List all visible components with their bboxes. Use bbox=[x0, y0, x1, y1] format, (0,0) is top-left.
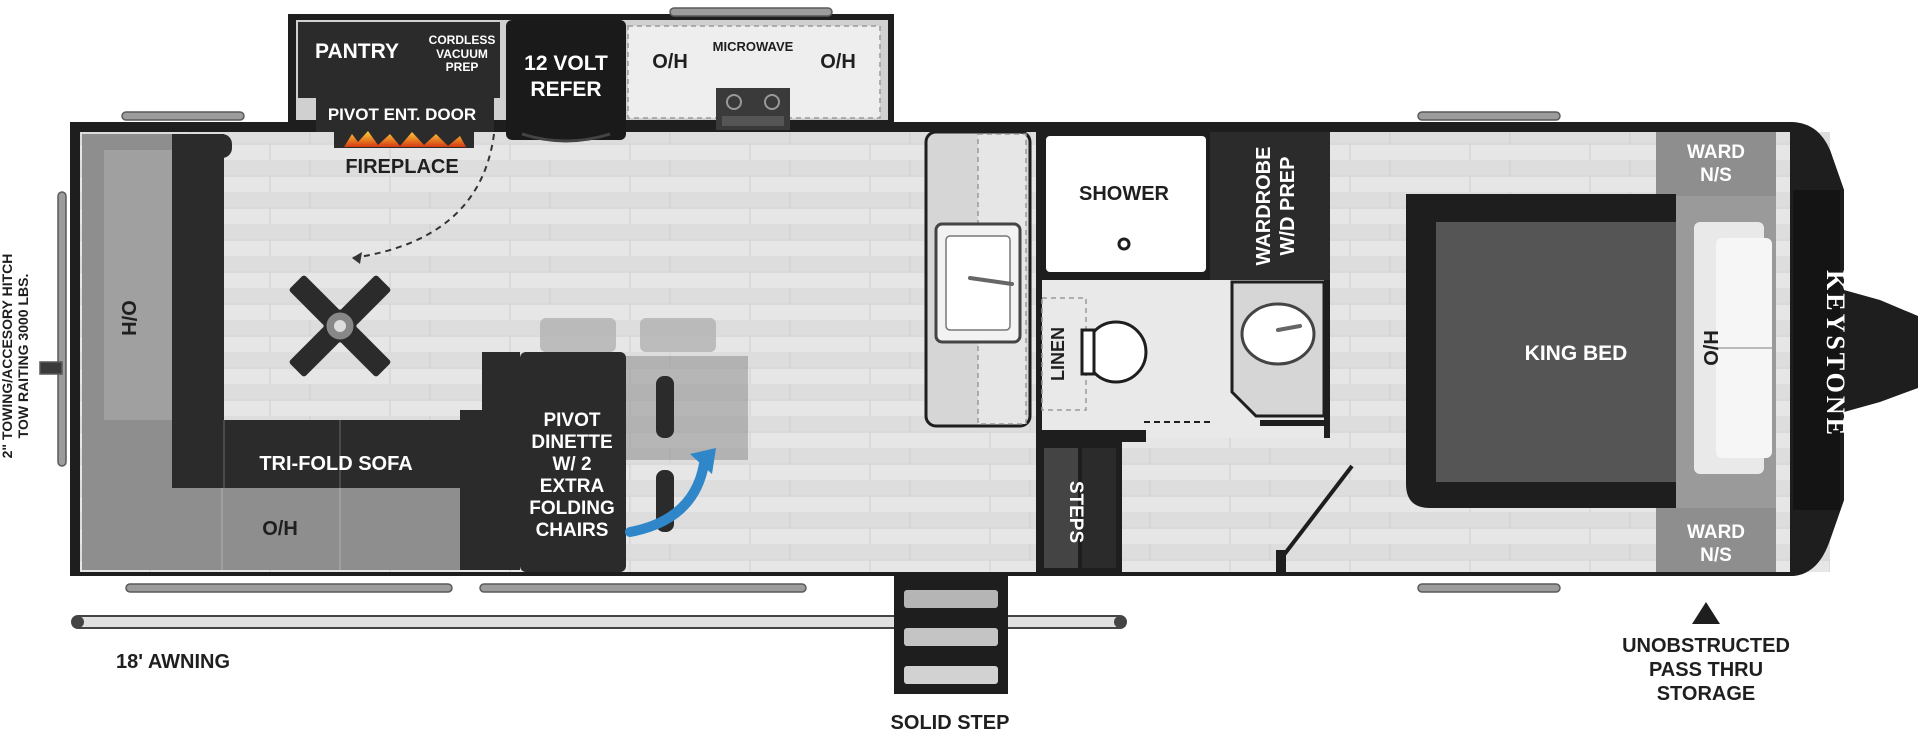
step-tread-1 bbox=[904, 590, 998, 608]
step-tread-3 bbox=[904, 666, 998, 684]
ward-ns-bottom-2: N/S bbox=[1700, 545, 1732, 566]
shower-drain bbox=[1117, 237, 1131, 251]
refrigerator bbox=[506, 20, 626, 140]
bathroom: SHOWER WARDROBE W/D PREP LINEN bbox=[1036, 126, 1330, 442]
bedroom-door bbox=[1276, 464, 1354, 572]
fireplace-label: FIREPLACE bbox=[345, 156, 458, 178]
entry-steps: SOLID STEP bbox=[891, 576, 1010, 734]
toilet-tank bbox=[1080, 328, 1096, 376]
steps-label: STEPS bbox=[1065, 481, 1086, 543]
vacuum-label-2: VACUUM bbox=[436, 47, 488, 61]
door-swing-arc bbox=[351, 133, 495, 259]
wardrobe-label-2: W/D PREP bbox=[1277, 157, 1299, 256]
sofa-oh-label: O/H bbox=[262, 518, 298, 540]
folding-chair-1 bbox=[540, 318, 616, 352]
hitch-note: 2" TOWING/ACCESORY HITCH TOW RAITING 300… bbox=[0, 254, 31, 459]
wardrobe-label-1: WARDROBE bbox=[1253, 147, 1275, 266]
refer-label-2: REFER bbox=[530, 78, 601, 101]
ward-ns-top-2: N/S bbox=[1700, 165, 1732, 186]
sofa-arm-top bbox=[172, 134, 232, 158]
storage-label-3: STORAGE bbox=[1657, 683, 1756, 705]
dinette-label-3: W/ 2 bbox=[552, 454, 591, 475]
pivot-arrow bbox=[625, 459, 709, 537]
oh-label-left: O/H bbox=[652, 51, 688, 73]
dinette-label-1: PIVOT bbox=[543, 410, 600, 431]
dinette-chair-back-1 bbox=[656, 376, 674, 438]
shower-pan bbox=[1046, 136, 1206, 272]
dinette-pivot-shadow bbox=[626, 356, 748, 460]
king-bed-label: KING BED bbox=[1525, 342, 1628, 365]
tri-fold-sofa: O/H TRI-FOLD SOFA O/H bbox=[82, 134, 482, 570]
sofa-label: TRI-FOLD SOFA bbox=[259, 453, 412, 475]
pivot-arrowhead bbox=[690, 448, 716, 474]
dinette-label-4: EXTRA bbox=[540, 476, 605, 497]
hitch-label-1: 2" TOWING/ACCESORY HITCH bbox=[0, 254, 15, 459]
fireplace-area: PIVOT ENT. DOOR FIREPLACE bbox=[316, 96, 495, 264]
pivot-door-label: PIVOT ENT. DOOR bbox=[328, 105, 476, 124]
bedroom: WARD N/S WARD N/S KING BED O/H bbox=[1406, 132, 1776, 572]
bedroom-door-leaf bbox=[1278, 464, 1354, 562]
interior-steps: STEPS bbox=[1036, 442, 1122, 572]
bath-sink bbox=[1240, 302, 1316, 366]
vacuum-label-3: PREP bbox=[446, 60, 479, 74]
sofa-arm-right bbox=[460, 410, 482, 570]
fireplace-flame bbox=[344, 131, 466, 147]
refer-door-swing bbox=[521, 132, 611, 143]
oh-label-right: O/H bbox=[820, 51, 856, 73]
burner-2 bbox=[764, 94, 780, 110]
shower-label: SHOWER bbox=[1079, 183, 1170, 205]
wardrobe-ns-top bbox=[1656, 132, 1776, 196]
bed-oh-label: O/H bbox=[1701, 330, 1723, 366]
pantry-cabinet bbox=[298, 22, 424, 98]
dinette-bench bbox=[482, 352, 520, 570]
ward-ns-top-1: WARD bbox=[1687, 142, 1745, 163]
ward-ns-bottom-1: WARD bbox=[1687, 522, 1745, 543]
dinette-table bbox=[520, 352, 626, 572]
kitchen-slideout: PANTRY CORDLESS VACUUM PREP 12 VOLT REFE… bbox=[298, 20, 881, 143]
awning: 18' AWNING bbox=[71, 615, 1127, 673]
burner-1 bbox=[726, 94, 742, 110]
pivot-door-panel bbox=[316, 96, 494, 132]
dinette-label-5: FOLDING bbox=[529, 498, 615, 519]
solid-step-label: SOLID STEP bbox=[891, 712, 1010, 734]
step-1 bbox=[1044, 448, 1078, 568]
linen-label: LINEN bbox=[1048, 327, 1068, 381]
sofa-end-oh-label: O/H bbox=[117, 300, 139, 336]
sofa-back-vertical bbox=[172, 134, 224, 422]
keystone-logo: KEYSTONE bbox=[1821, 270, 1850, 438]
microwave-label: MICROWAVE bbox=[713, 39, 794, 54]
kitchen-counter bbox=[924, 130, 1032, 428]
storage-note: UNOBSTRUCTED PASS THRU STORAGE bbox=[1622, 602, 1790, 705]
storage-label-2: PASS THRU bbox=[1649, 659, 1763, 681]
oven-panel bbox=[722, 116, 784, 126]
pantry-label: PANTRY bbox=[315, 40, 399, 63]
faucet bbox=[968, 276, 1014, 286]
ceiling-fan-icon bbox=[289, 275, 391, 377]
step-2 bbox=[1082, 448, 1116, 568]
linen-cabinet bbox=[1041, 297, 1087, 411]
vacuum-cabinet bbox=[424, 22, 500, 98]
cap-panel bbox=[1793, 190, 1840, 510]
storage-label-1: UNOBSTRUCTED bbox=[1622, 635, 1790, 657]
wardrobe-cabinet bbox=[1210, 132, 1330, 280]
dinette-label-2: DINETTE bbox=[531, 432, 612, 453]
folding-chair-2 bbox=[640, 318, 716, 352]
kingpin bbox=[1844, 290, 1918, 412]
hitch-label-2: TOW RAITING 3000 LBS. bbox=[15, 274, 31, 439]
storage-arrow-icon bbox=[1692, 602, 1720, 624]
wardrobe-ns-bottom bbox=[1656, 508, 1776, 572]
door-swing-arrowhead bbox=[352, 252, 362, 264]
pivot-dinette: PIVOT DINETTE W/ 2 EXTRA FOLDING CHAIRS bbox=[482, 318, 748, 572]
vacuum-label-1: CORDLESS bbox=[429, 33, 496, 47]
exterior-trim bbox=[39, 7, 1561, 593]
dinette-label-6: CHAIRS bbox=[536, 520, 609, 541]
king-bed bbox=[1436, 222, 1676, 482]
refer-label-1: 12 VOLT bbox=[524, 52, 608, 75]
awning-label: 18' AWNING bbox=[116, 651, 230, 673]
step-tread-2 bbox=[904, 628, 998, 646]
